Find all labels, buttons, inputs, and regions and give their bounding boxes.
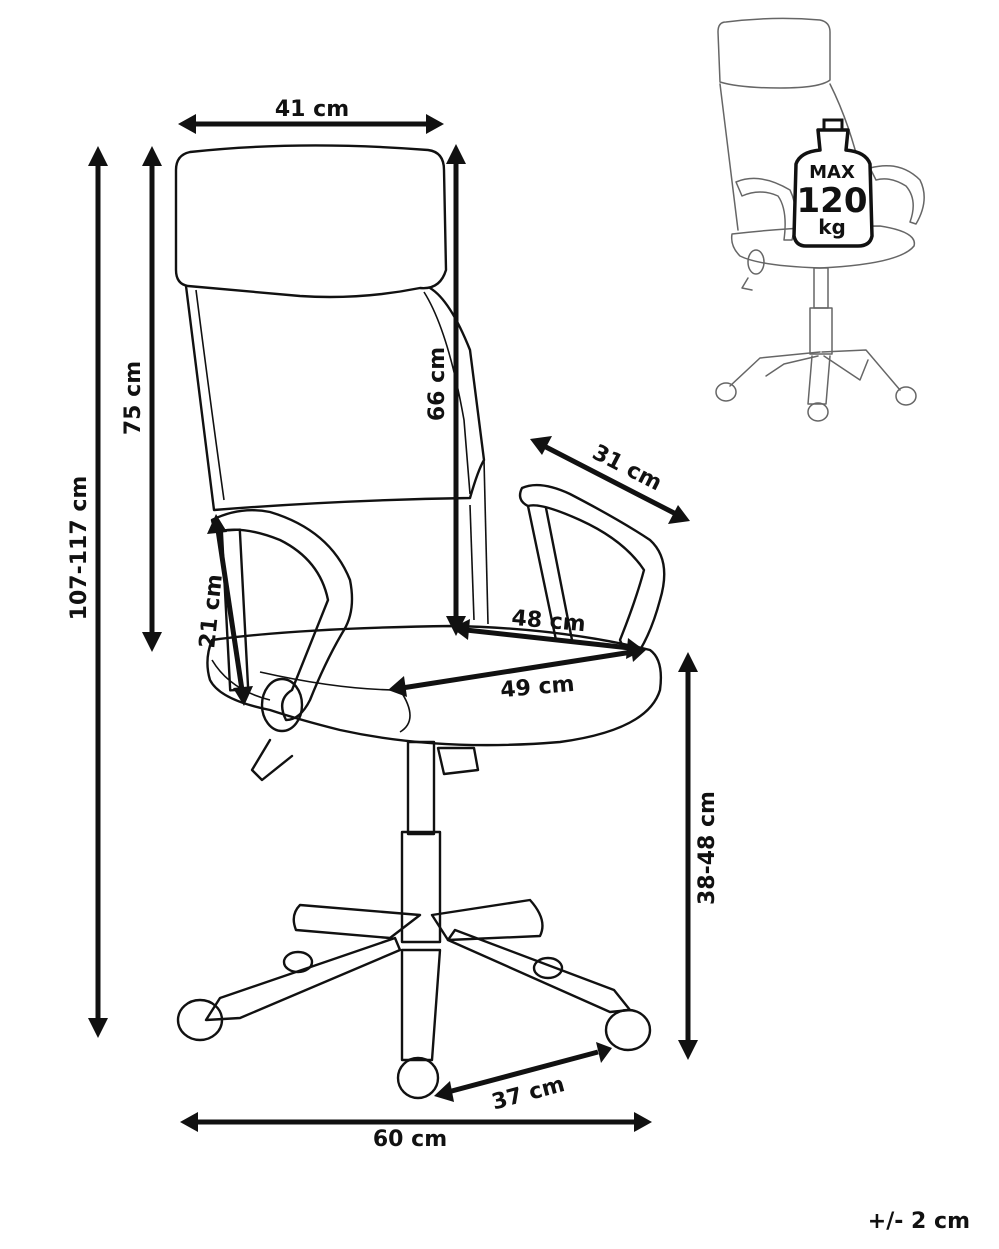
backrest-height-label: 75 cm [121, 361, 146, 435]
width-backrest-label: 41 cm [275, 97, 349, 122]
backrest-to-seat-label: 66 cm [425, 347, 450, 421]
base-width-label: 60 cm [373, 1127, 447, 1152]
seat-depth-label: 48 cm [510, 606, 586, 637]
weight-icon [792, 118, 874, 248]
tolerance-label: +/- 2 cm [868, 1209, 970, 1234]
max-load-unit: kg [818, 215, 846, 239]
max-load-value: 120 [797, 181, 868, 221]
thumbnail-chair [715, 17, 925, 422]
chair-drawing [174, 144, 666, 1100]
dimension-lines [88, 114, 698, 1132]
total-height-label: 107-117 cm [67, 476, 92, 621]
seat-width-label: 49 cm [499, 672, 575, 703]
seat-height-label: 38-48 cm [695, 791, 720, 905]
max-load-label: MAX [809, 162, 855, 183]
